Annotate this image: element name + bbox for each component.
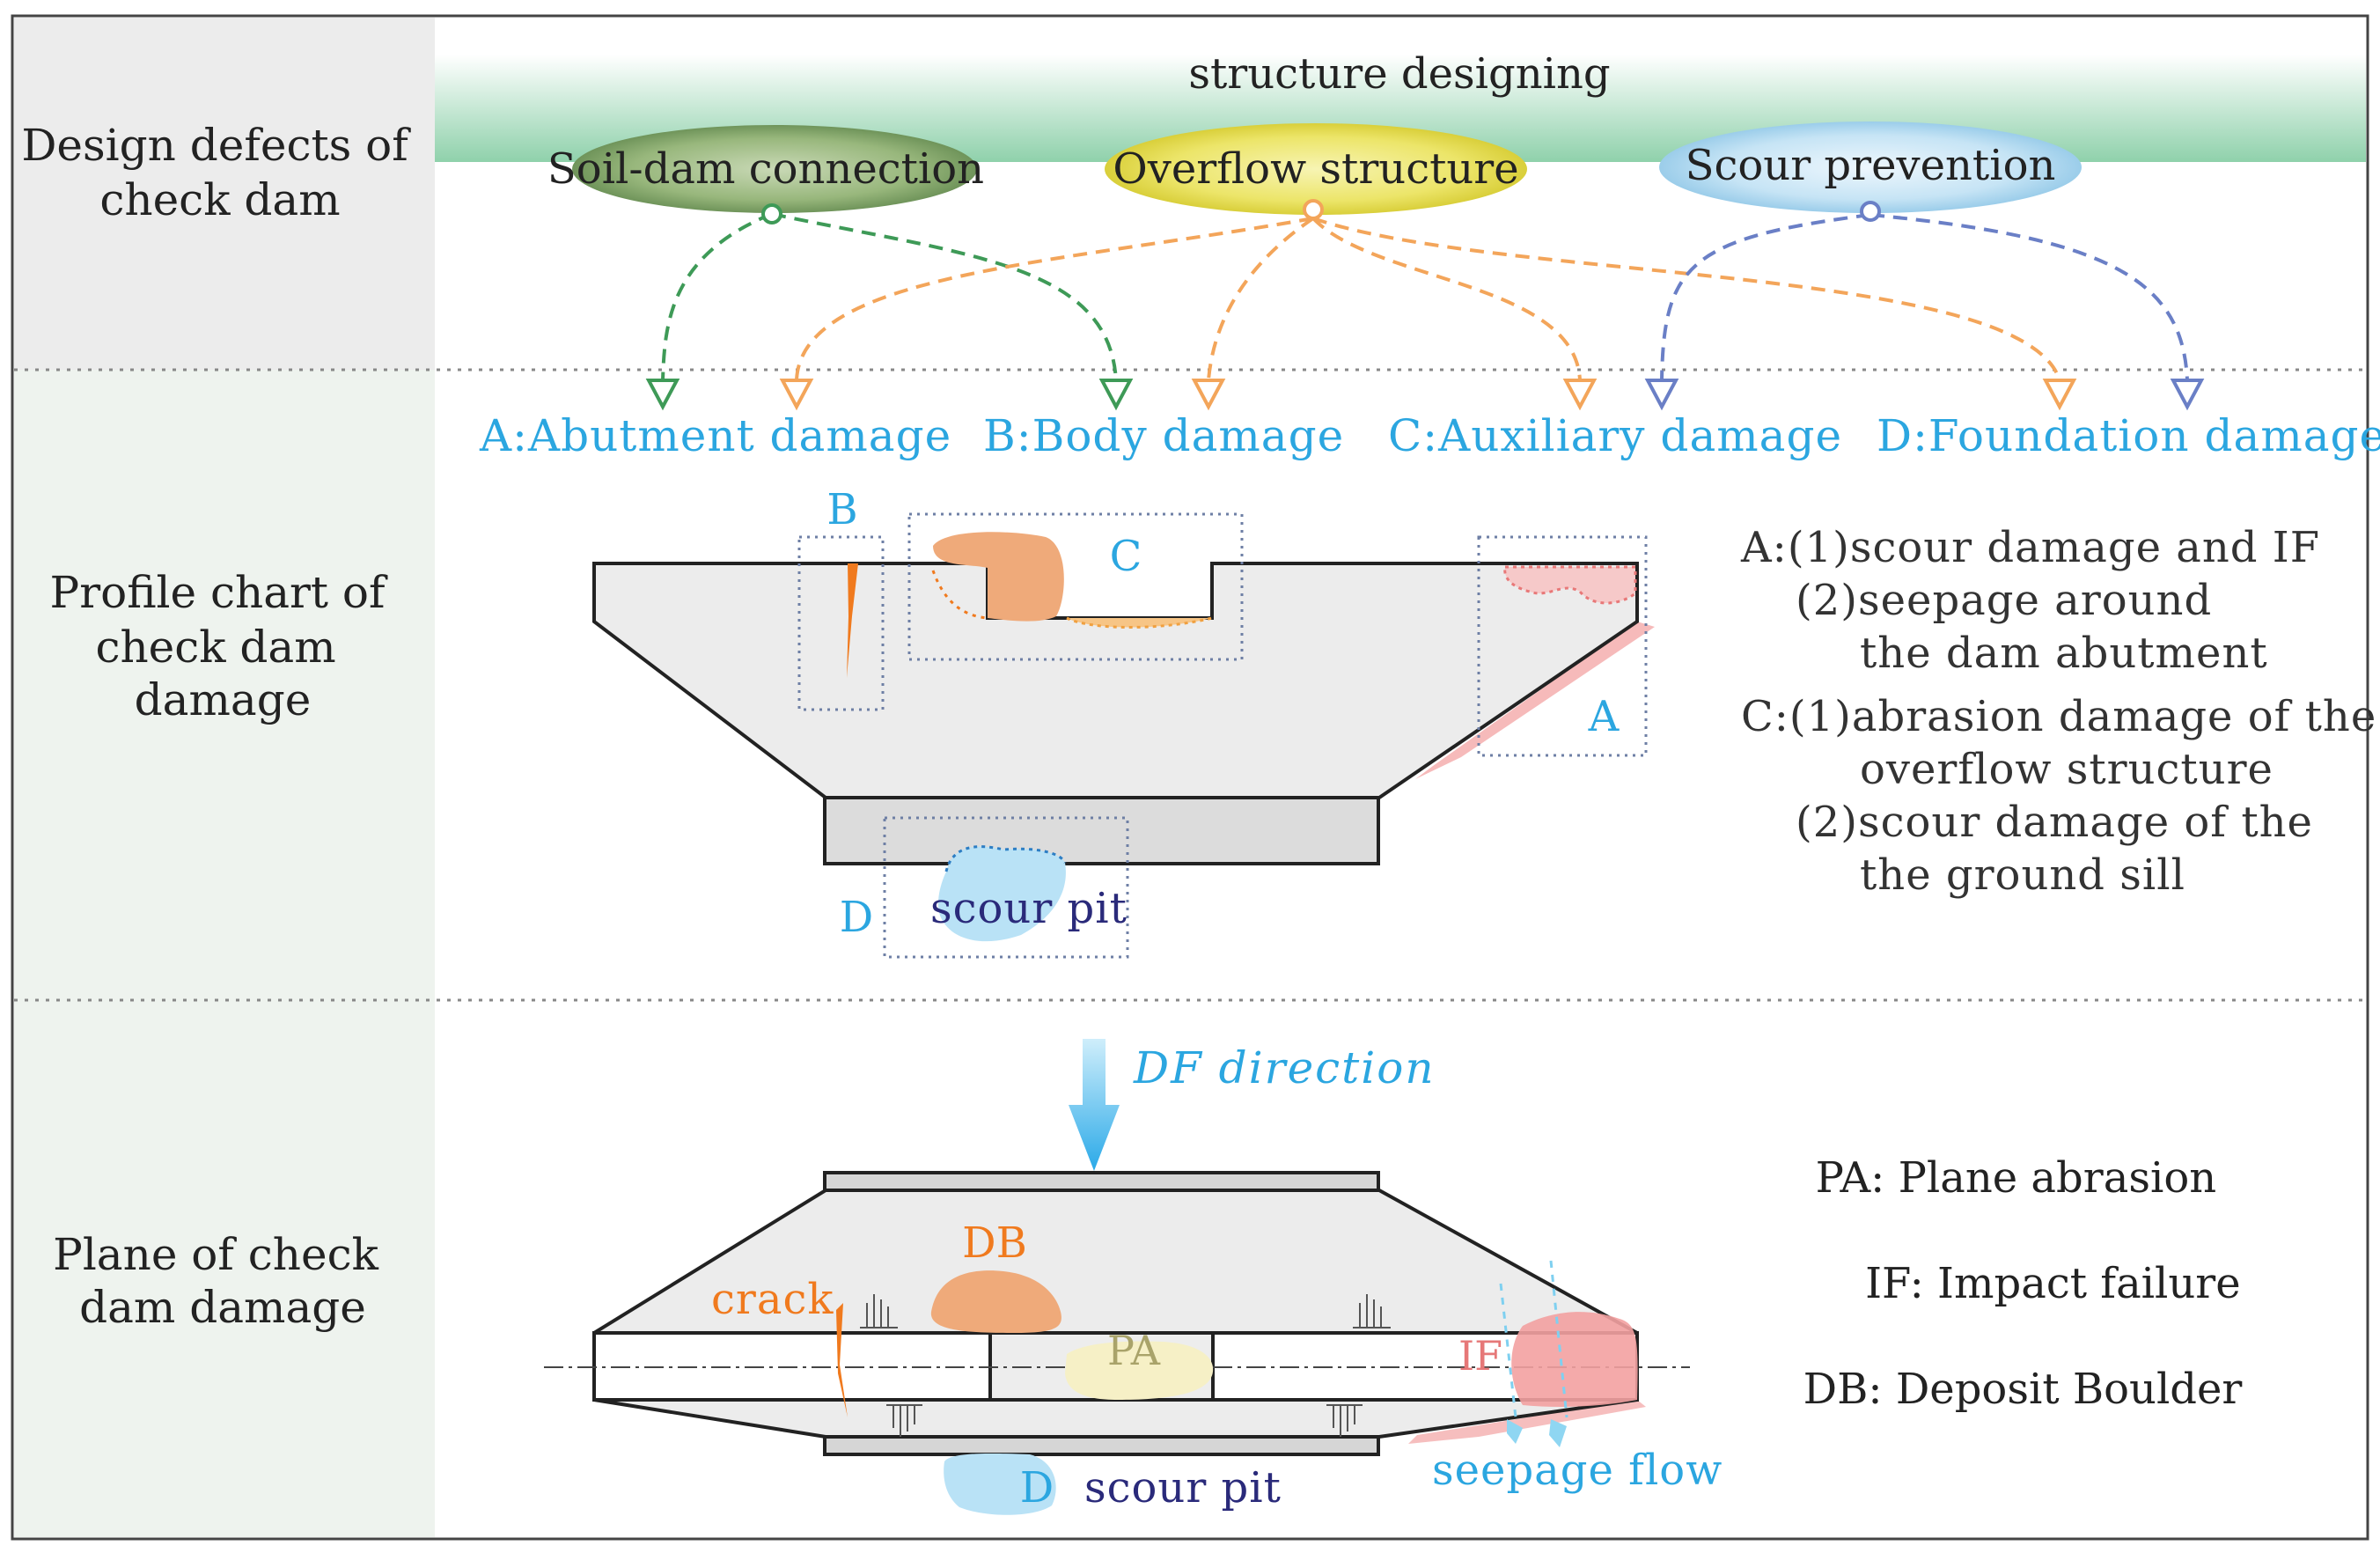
plane-crack-label: crack <box>711 1275 834 1324</box>
dam-profile-ground-sill <box>823 796 1380 865</box>
arrow-orange-abutment <box>779 379 814 411</box>
profile-scour-pit <box>937 846 1066 942</box>
plane-seepage-drip-2 <box>1549 1419 1567 1447</box>
plane-abrasion-patch <box>1065 1341 1214 1400</box>
box-a <box>1477 535 1648 757</box>
scour-prevention-oval <box>1659 121 2082 213</box>
profile-deposit-blob <box>933 532 1064 622</box>
sidebar-profile-chart-label: Profile chart of check dam damage <box>50 567 400 725</box>
soil-dam-node <box>761 203 782 224</box>
plane-db-label: DB <box>962 1218 1027 1268</box>
plane-legend: PA: Plane abrasion IF: Impact failure DB… <box>1803 1153 2254 1414</box>
sidebar-design-defects-label: Design defects of check dam <box>21 120 422 225</box>
plane-upstream-apron <box>823 1171 1380 1192</box>
arrow-blue-foundation <box>2170 379 2205 411</box>
plane-if-label: IF <box>1458 1332 1502 1380</box>
plane-crack <box>836 1303 848 1417</box>
box-label-a: A <box>1588 692 1620 741</box>
box-b <box>797 535 885 711</box>
category-abutment-damage: A:Abutment damage <box>479 410 951 461</box>
overflow-structure-oval <box>1105 123 1527 215</box>
category-body-damage: B:Body damage <box>983 410 1344 461</box>
soil-dam-connection-oval <box>572 125 977 213</box>
arrow-orange-foundation <box>2042 379 2077 411</box>
df-direction-arrow <box>1069 1039 1120 1171</box>
box-d <box>883 816 1129 959</box>
soil-dam-connectors <box>661 212 1118 381</box>
box-label-b: B <box>826 485 857 534</box>
sidebar-plane-label: Plane of check dam damage <box>53 1229 393 1333</box>
category-foundation-damage: D:Foundation damage <box>1877 410 2380 461</box>
profile-overflow-abrasion <box>1066 616 1213 629</box>
plane-seepage-zone <box>1408 1400 1646 1444</box>
soil-dam-connection-label: Soil-dam connection <box>547 144 984 194</box>
arrow-green-body <box>1098 379 1134 411</box>
sidebar-row1-bg <box>14 18 435 370</box>
df-direction-label: DF direction <box>1133 1042 1436 1093</box>
sidebar-row2-bg <box>14 370 435 1000</box>
plane-seepage-streaks <box>1499 1260 1568 1418</box>
profile-notes: A:(1)scour damage and IF (2)seepage arou… <box>1740 523 2380 900</box>
profile-label-boxes <box>797 512 1648 959</box>
plane-pa-label: PA <box>1107 1327 1161 1374</box>
overflow-node <box>1303 199 1324 220</box>
profile-scour-pit-label: scour pit <box>930 884 1128 933</box>
box-label-c: C <box>1110 532 1142 581</box>
plane-scour-pit <box>944 1453 1056 1515</box>
plane-deposit-boulder <box>930 1270 1061 1333</box>
profile-scour-pit-outline <box>944 845 1067 872</box>
plane-seepage-drip-1 <box>1507 1419 1523 1444</box>
overflow-structure-label: Overflow structure <box>1113 144 1518 194</box>
profile-crack <box>847 563 858 678</box>
plane-seepage-label: seepage flow <box>1432 1446 1723 1495</box>
banner-title: structure designing <box>1188 49 1610 99</box>
category-auxiliary-damage: C:Auxiliary damage <box>1388 410 1842 461</box>
profile-abrasion-outline <box>931 570 988 620</box>
plane-impact-failure <box>1511 1312 1638 1407</box>
box-c <box>907 512 1244 661</box>
arrow-green-abutment <box>645 379 680 411</box>
plane-d-label: D <box>1020 1463 1054 1513</box>
plane-hatch-marks <box>860 1294 1391 1437</box>
sidebar-row3-bg <box>14 1000 435 1537</box>
scour-prevention-node <box>1860 201 1881 222</box>
plane-scour-pit-label: scour pit <box>1084 1463 1282 1513</box>
arrow-blue-auxiliary <box>1644 379 1679 411</box>
profile-abutment-damage <box>1503 565 1637 605</box>
scour-prevention-connectors <box>1660 213 2189 381</box>
abutment-seepage-zone <box>1415 622 1655 779</box>
arrow-orange-auxiliary <box>1562 379 1598 411</box>
scour-prevention-label: Scour prevention <box>1686 141 2056 190</box>
overflow-connectors <box>795 217 2061 381</box>
box-label-d: D <box>840 893 873 942</box>
plane-downstream-apron <box>823 1435 1380 1456</box>
arrow-orange-body <box>1191 379 1226 411</box>
